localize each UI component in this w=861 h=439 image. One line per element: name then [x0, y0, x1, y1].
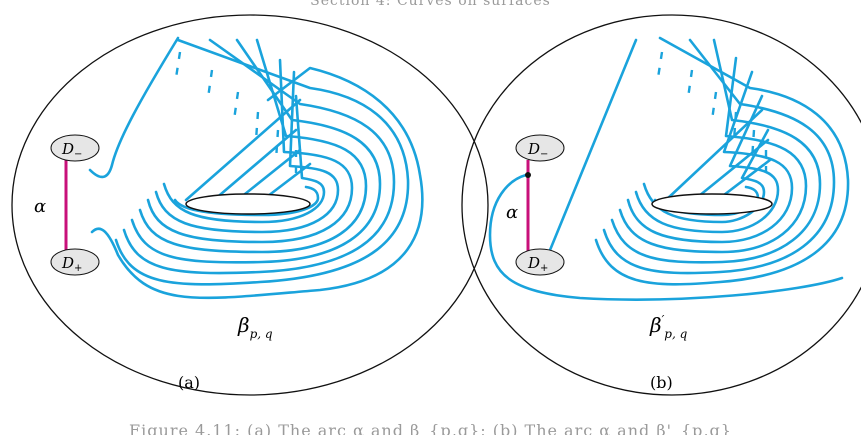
panel-a: D− D+ α βp, q (a)	[11, 14, 489, 396]
panel-label-b: (b)	[650, 373, 673, 392]
hole-b	[651, 193, 773, 215]
disk-plus-label-b: D+	[527, 254, 548, 274]
disk-minus-b	[515, 134, 565, 162]
surface-outline-a	[11, 14, 489, 396]
dashed-segments-a	[174, 51, 298, 178]
figure-caption: Figure 4.11: (a) The arc α and β_{p,q}; …	[0, 418, 861, 435]
arc-label-a: α	[34, 196, 46, 217]
panel-b: D− D+ α β′p, q (b)	[461, 14, 861, 396]
panel-label-a: (a)	[178, 373, 200, 392]
surface-outline-b	[461, 14, 861, 396]
disk-plus-b	[515, 248, 565, 276]
figure-caption-text: Figure 4.11: (a) The arc α and β_{p,q}; …	[129, 421, 732, 435]
hole-a	[185, 193, 311, 215]
disk-minus-label-b: D−	[527, 140, 548, 160]
curve-label-a: βp, q	[237, 313, 273, 341]
curve-beta-a	[88, 36, 424, 300]
disk-plus-a	[50, 248, 100, 276]
disk-minus-a	[50, 134, 100, 162]
arc-label-b: α	[506, 202, 518, 223]
running-header-text: Section 4: Curves on surfaces	[310, 0, 551, 9]
running-header: Section 4: Curves on surfaces	[0, 0, 861, 14]
dashed-segments-b	[656, 51, 768, 178]
curve-label-b: β′p, q	[649, 313, 688, 341]
intersection-point-b	[525, 172, 531, 178]
disk-plus-label-a: D+	[61, 254, 82, 274]
disk-minus-label-a: D−	[61, 140, 82, 160]
